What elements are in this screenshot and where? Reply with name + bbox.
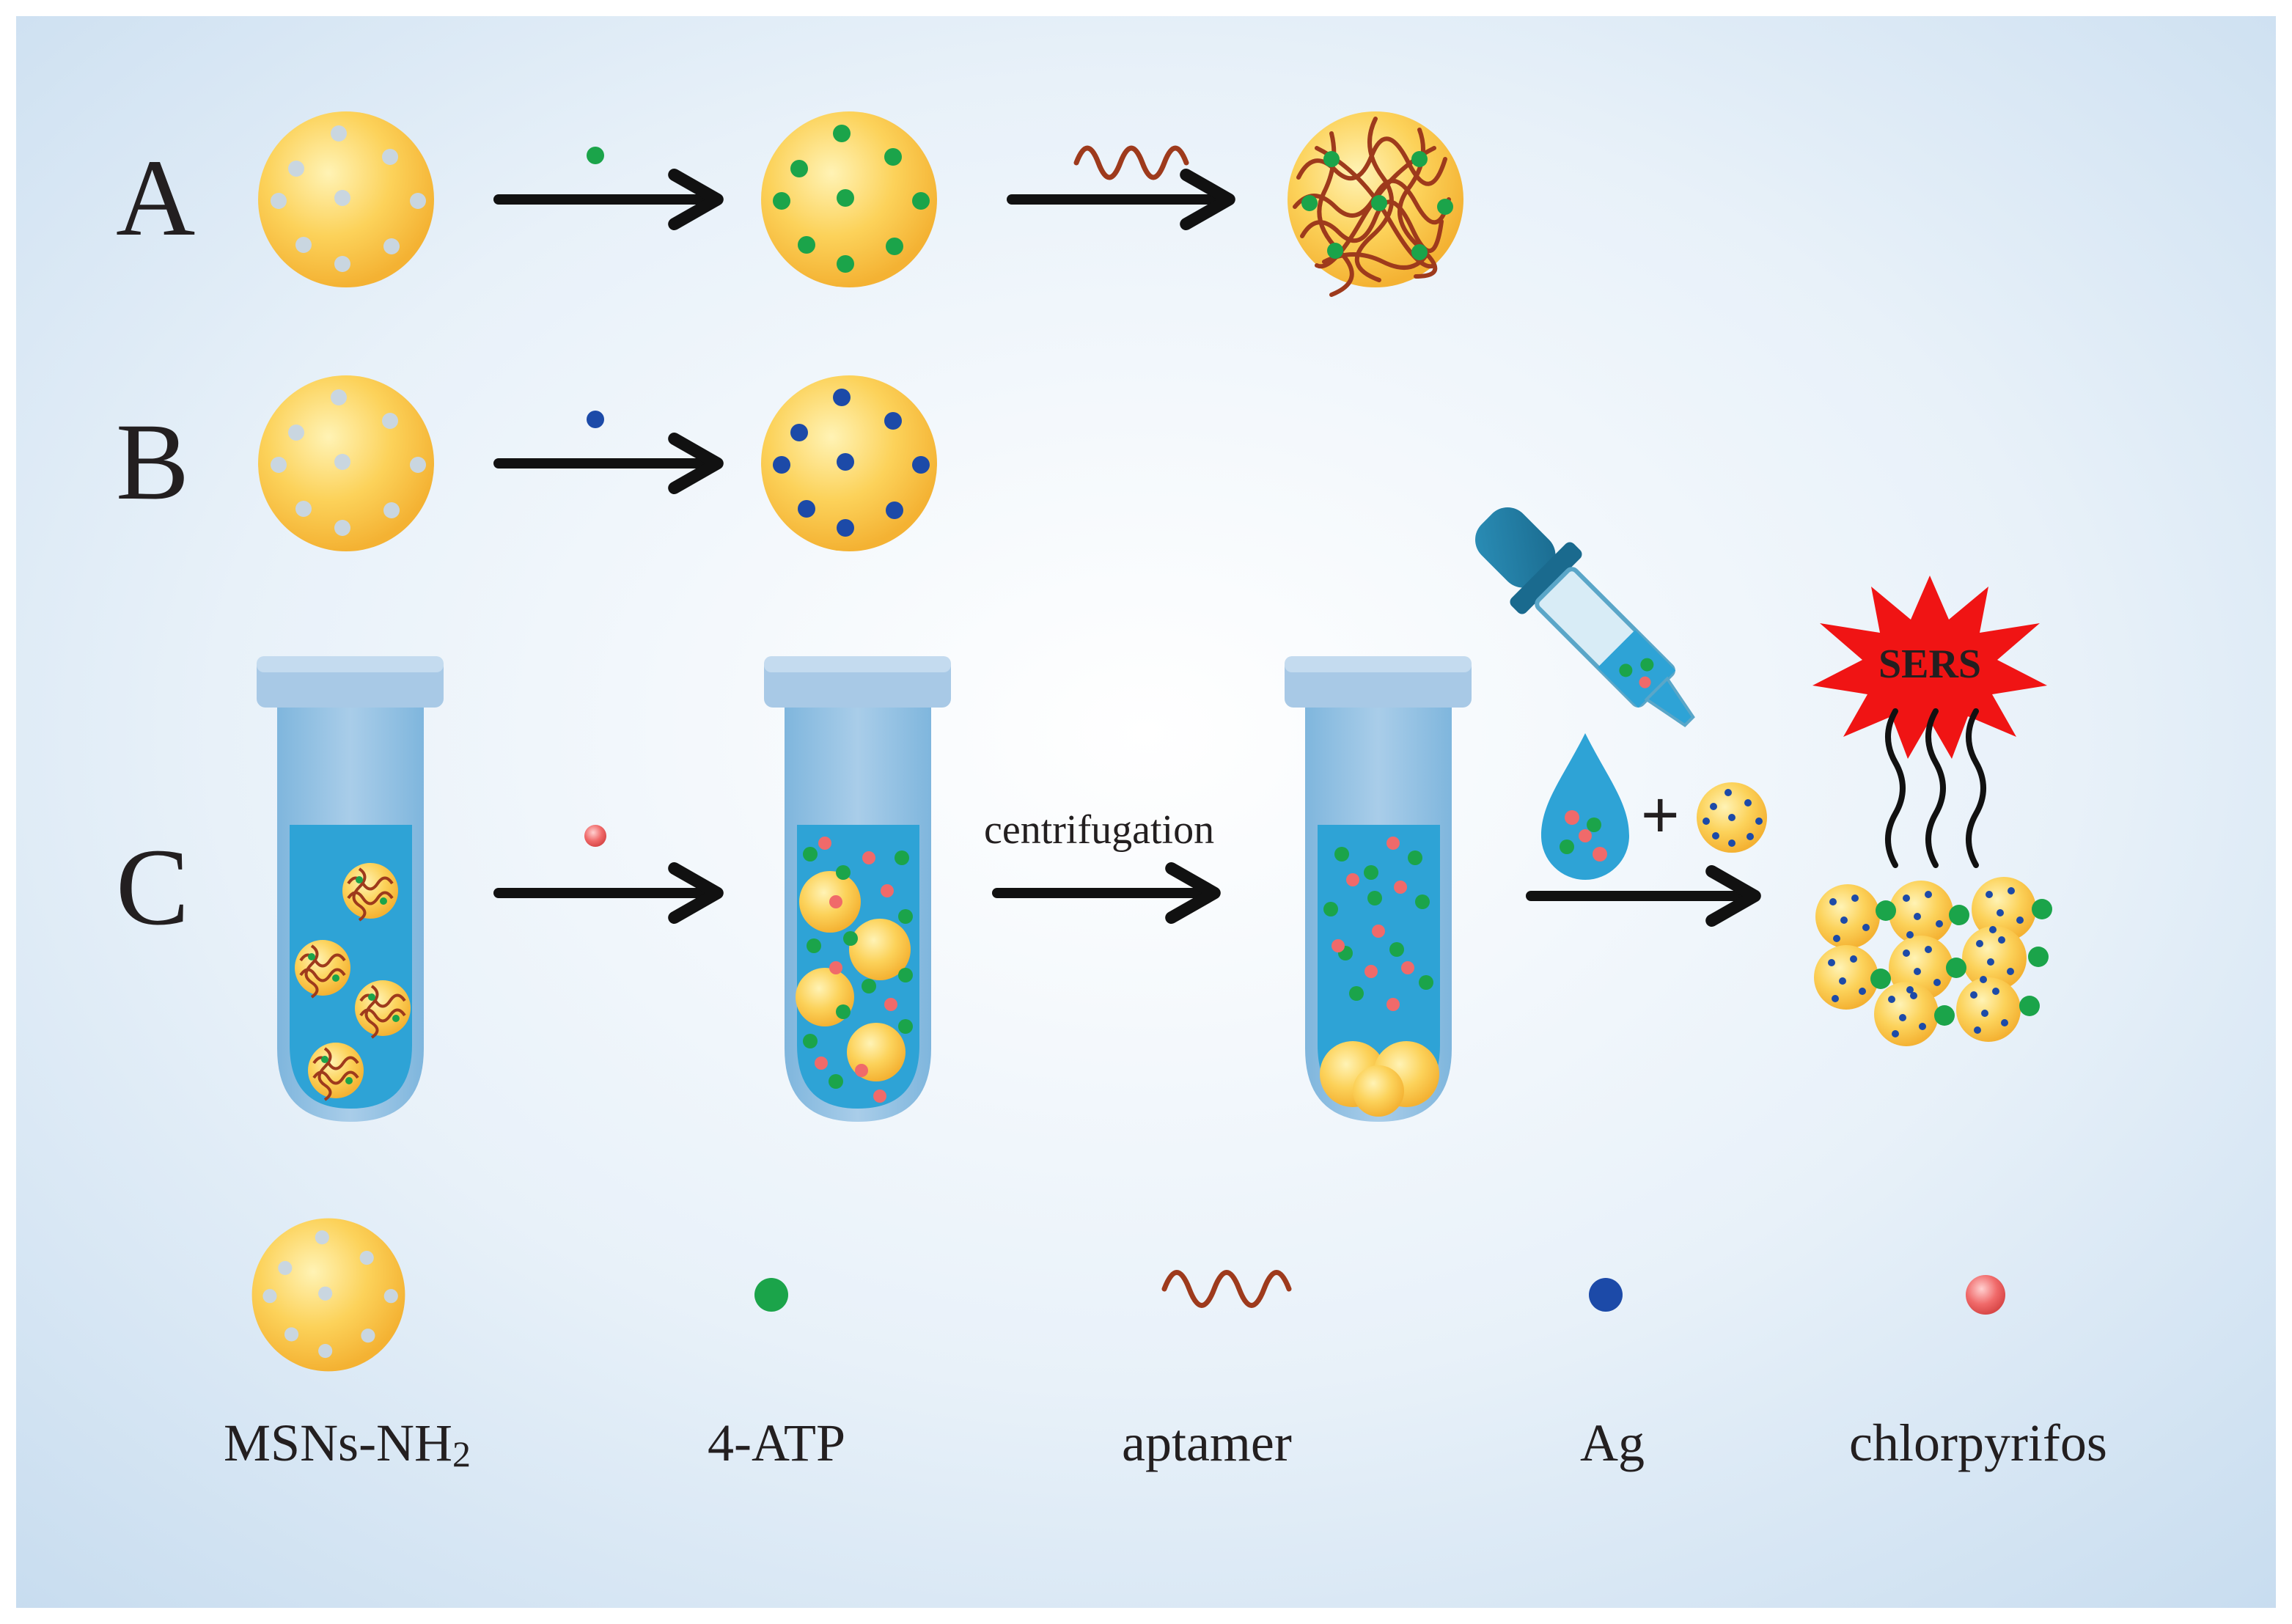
aptamer-particle-icon xyxy=(342,863,398,922)
legend-msn-icon xyxy=(251,1218,405,1372)
row-a-atp-particle xyxy=(761,111,937,287)
sers-burst-icon xyxy=(1812,576,2047,759)
aggregate-cluster xyxy=(1814,877,2052,1046)
plus-sign: + xyxy=(1641,779,1680,852)
ag-particle-small-icon xyxy=(1697,782,1767,853)
row-a-arrow-1 xyxy=(493,147,724,230)
row-a-aptamer-particle xyxy=(1288,111,1463,297)
row-b-arrow xyxy=(493,411,724,494)
dropper-icon xyxy=(1475,507,1695,727)
legend-ag-icon xyxy=(1589,1278,1623,1312)
centrifugation-label: centrifugation xyxy=(984,807,1214,853)
row-b-ag-particle xyxy=(761,375,937,551)
row-c-tube-3 xyxy=(1285,656,1472,1122)
legend-chlorpyrifos-label: chlorpyrifos xyxy=(1849,1414,2107,1472)
aptamer-wave-icon xyxy=(1073,145,1189,180)
row-label-a: A xyxy=(116,137,195,259)
legend-atp-label: 4-ATP xyxy=(708,1414,845,1472)
legend-chlorpyrifos-icon xyxy=(1966,1275,2005,1315)
row-a-arrow-2 xyxy=(1007,145,1235,230)
raman-signal-icon xyxy=(1885,708,1986,868)
row-c-tube-2 xyxy=(764,656,951,1122)
row-a-msn-particle xyxy=(258,111,434,287)
droplet-icon xyxy=(1541,733,1629,880)
legend-ag-label: Ag xyxy=(1580,1414,1645,1472)
row-c-tube-1 xyxy=(257,656,444,1122)
ag-dot-icon xyxy=(587,411,604,428)
legend-aptamer-label: aptamer xyxy=(1122,1414,1292,1472)
legend-aptamer-icon xyxy=(1161,1270,1292,1308)
row-b-msn-particle xyxy=(258,375,434,551)
legend-atp-icon xyxy=(754,1278,788,1312)
row-c-arrow-1 xyxy=(493,825,724,924)
sers-label: SERS xyxy=(1878,642,1981,687)
legend: MSNs-NH2 4-ATP aptamer Ag chlorpyrifos xyxy=(224,1218,2107,1474)
atp-dot-icon xyxy=(587,147,604,164)
legend-msns-label: MSNs-NH2 xyxy=(224,1414,471,1474)
row-label-c: C xyxy=(116,826,189,948)
chlorpyrifos-dot-icon xyxy=(584,825,606,847)
row-label-b: B xyxy=(116,401,189,523)
